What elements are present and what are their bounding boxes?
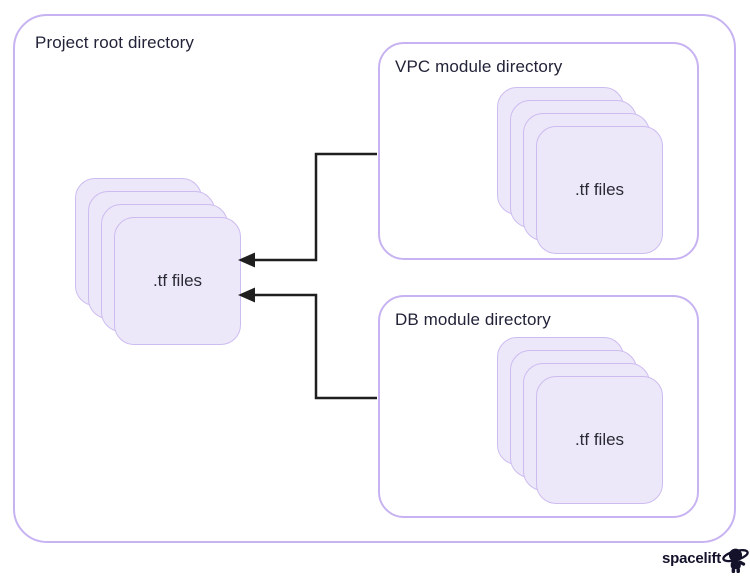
db-tf-files-stack: .tf files <box>497 337 663 504</box>
vpc-module-container: VPC module directory .tf files <box>378 42 699 260</box>
tf-file-card-front: .tf files <box>536 376 663 504</box>
tf-file-card-front: .tf files <box>536 126 663 254</box>
db-module-container: DB module directory .tf files <box>378 295 699 518</box>
root-tf-files-stack: .tf files <box>75 178 241 345</box>
db-tf-files-label: .tf files <box>574 430 625 449</box>
astronaut-icon <box>722 548 749 573</box>
project-root-title: Project root directory <box>35 33 195 52</box>
vpc-tf-files-stack: .tf files <box>497 87 663 254</box>
tf-file-card-front: .tf files <box>114 217 241 345</box>
vpc-module-title: VPC module directory <box>395 57 563 76</box>
spacelift-logo-text: spacelift <box>662 550 722 567</box>
spacelift-logo: spacelift <box>662 544 749 574</box>
vpc-tf-files-label: .tf files <box>574 180 625 199</box>
db-module-title: DB module directory <box>395 310 551 329</box>
root-tf-files-label: .tf files <box>152 271 203 290</box>
